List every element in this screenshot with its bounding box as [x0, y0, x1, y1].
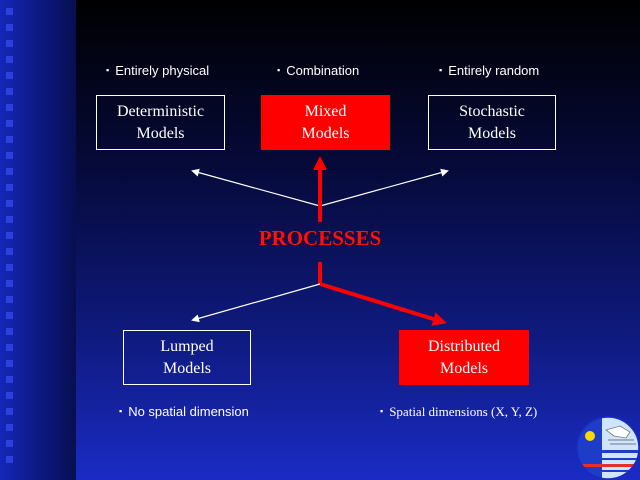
strip-square	[6, 424, 13, 431]
bullet-icon: ▪	[439, 65, 443, 75]
strip-square	[6, 216, 13, 223]
distributed-models-box: Distributed Models	[399, 330, 529, 385]
strip-square	[6, 248, 13, 255]
strip-square	[6, 56, 13, 63]
strip-square	[6, 280, 13, 287]
strip-square	[6, 200, 13, 207]
left-decorative-strip	[0, 0, 76, 480]
mixed-models-box: Mixed Models	[261, 95, 390, 150]
strip-square	[6, 152, 13, 159]
strip-square	[6, 392, 13, 399]
strip-square	[6, 456, 13, 463]
caption-deterministic: ▪ Entirely physical	[106, 63, 209, 78]
box-label-line1: Distributed	[428, 337, 500, 355]
caption-stochastic: ▪ Entirely random	[439, 63, 539, 78]
strip-square	[6, 232, 13, 239]
box-label-line1: Stochastic	[459, 102, 525, 120]
strip-square	[6, 24, 13, 31]
strip-square	[6, 312, 13, 319]
caption-deterministic-text: Entirely physical	[115, 63, 210, 78]
box-label-line1: Deterministic	[116, 102, 205, 120]
caption-lumped-text: No spatial dimension	[128, 404, 249, 419]
strip-square	[6, 328, 13, 335]
bullet-icon: ▪	[106, 65, 110, 75]
arrow-to-stochastic	[319, 168, 449, 207]
box-label-line1: Lumped	[160, 337, 214, 355]
strip-square	[6, 360, 13, 367]
box-label-line2: Models	[301, 124, 350, 142]
strip-square	[6, 408, 13, 415]
box-label-line1: Mixed	[304, 102, 347, 120]
caption-stochastic-text: Entirely random	[448, 63, 540, 78]
bullet-icon: ▪	[277, 65, 281, 75]
box-label-line2: Models	[136, 124, 185, 142]
bullet-icon: ▪	[380, 406, 384, 416]
strip-square	[6, 136, 13, 143]
deterministic-models-box: Deterministic Models	[96, 95, 225, 150]
caption-mixed-text: Combination	[286, 63, 360, 78]
strip-square	[6, 376, 13, 383]
strip-square	[6, 120, 13, 127]
box-label-line2: Models	[468, 124, 516, 142]
strip-square	[6, 168, 13, 175]
strip-square	[6, 40, 13, 47]
caption-distributed-text: Spatial dimensions (X, Y, Z)	[389, 404, 538, 419]
strip-square	[6, 264, 13, 271]
strip-square	[6, 184, 13, 191]
globe-emblem-icon	[576, 416, 640, 480]
caption-distributed: ▪ Spatial dimensions (X, Y, Z)	[380, 404, 537, 420]
stochastic-models-box: Stochastic Models	[428, 95, 556, 150]
arrow-to-lumped	[191, 283, 321, 323]
lumped-models-box: Lumped Models	[123, 330, 251, 385]
bullet-icon: ▪	[119, 406, 123, 416]
processes-label: PROCESSES	[258, 226, 382, 250]
strip-square	[6, 104, 13, 111]
box-label-line2: Models	[163, 359, 211, 377]
box-label-line2: Models	[440, 359, 488, 377]
strip-square	[6, 344, 13, 351]
strip-square	[6, 296, 13, 303]
strip-square	[6, 88, 13, 95]
strip-square	[6, 8, 13, 15]
strip-square	[6, 72, 13, 79]
strip-square	[6, 440, 13, 447]
caption-mixed: ▪ Combination	[277, 63, 359, 78]
arrow-to-distributed	[319, 282, 447, 326]
caption-lumped: ▪ No spatial dimension	[119, 404, 249, 419]
arrow-to-deterministic	[191, 168, 321, 207]
